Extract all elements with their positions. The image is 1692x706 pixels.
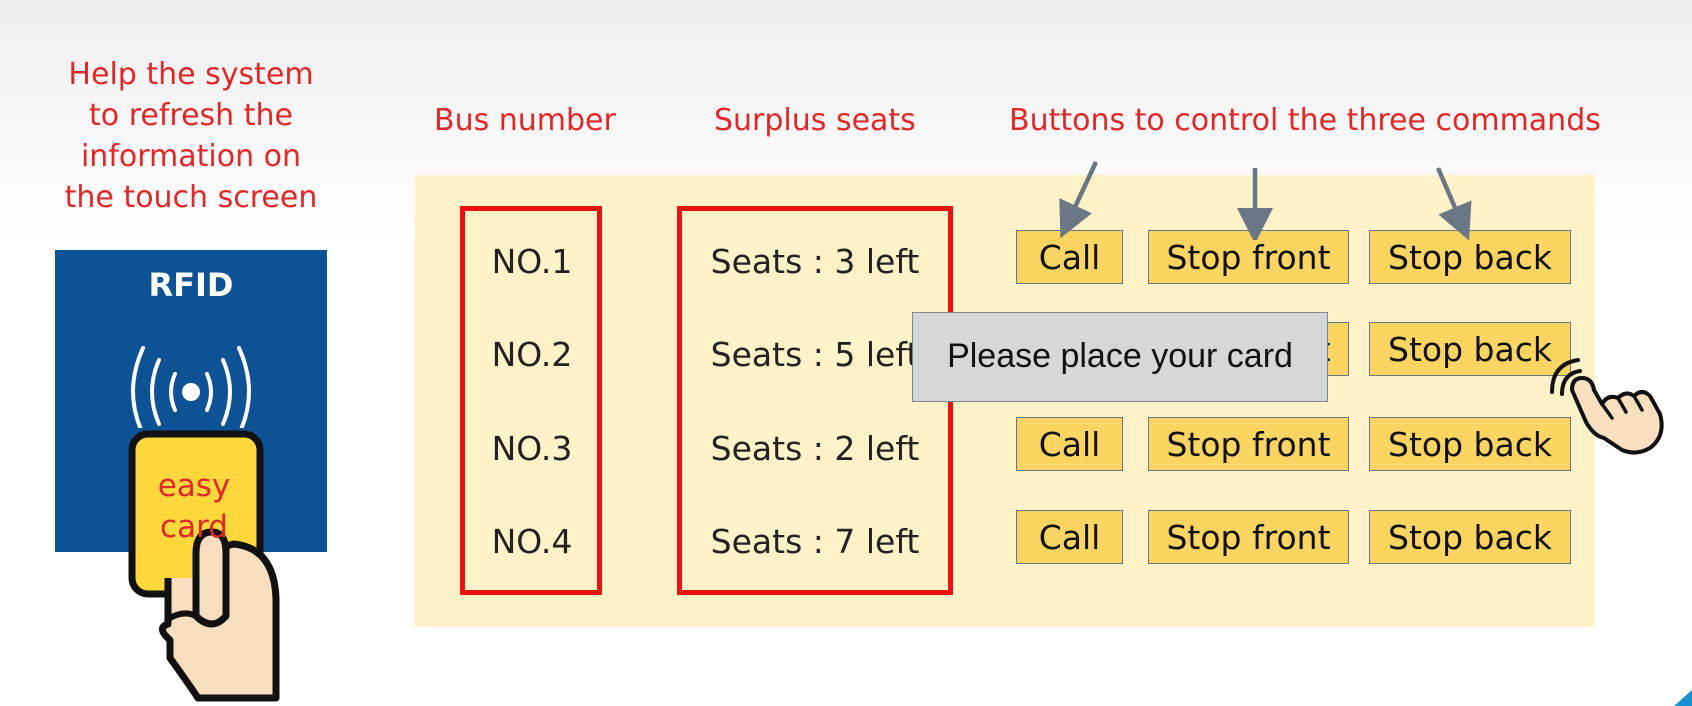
- seats-left-4: Seats : 7 left: [710, 522, 920, 561]
- bus-number-1: NO.1: [491, 242, 573, 281]
- pointer-arrows: [1059, 161, 1472, 240]
- surplus-seats-header: Surplus seats: [714, 103, 916, 138]
- bus-number-highlight: [460, 206, 602, 595]
- stop-back-button-3[interactable]: Stop back: [1369, 417, 1571, 471]
- arrow-to-stop-back: [1435, 167, 1472, 240]
- buttons-header: Buttons to control the three commands: [1009, 103, 1601, 138]
- rfid-signal-icon: [131, 346, 251, 428]
- seats-left-3: Seats : 2 left: [710, 429, 920, 468]
- corner-accent: [1674, 690, 1692, 706]
- hand-card-icon: [128, 430, 280, 702]
- bus-number-4: NO.4: [491, 522, 573, 561]
- place-card-popup: Please place your card: [912, 312, 1328, 402]
- seats-left-1: Seats : 3 left: [710, 242, 920, 281]
- easy-card-label: easy card: [157, 468, 231, 545]
- bus-number-2: NO.2: [491, 335, 573, 374]
- bus-number-header: Bus number: [434, 103, 616, 138]
- rfid-title: RFID: [148, 266, 234, 304]
- arrow-to-call: [1059, 161, 1099, 239]
- call-button-1[interactable]: Call: [1016, 230, 1123, 284]
- call-button-4[interactable]: Call: [1016, 510, 1123, 564]
- stop-back-button-2[interactable]: Stop back: [1369, 322, 1571, 376]
- stop-front-button-3[interactable]: Stop front: [1148, 417, 1349, 471]
- side-note: Help the system to refresh the informati…: [64, 57, 318, 215]
- stop-front-button-4[interactable]: Stop front: [1148, 510, 1349, 564]
- call-button-3[interactable]: Call: [1016, 417, 1123, 471]
- stop-back-button-4[interactable]: Stop back: [1369, 510, 1571, 564]
- tapping-hand-icon: [1550, 358, 1664, 455]
- bus-number-3: NO.3: [491, 429, 573, 468]
- seats-left-2: Seats : 5 left: [710, 335, 920, 374]
